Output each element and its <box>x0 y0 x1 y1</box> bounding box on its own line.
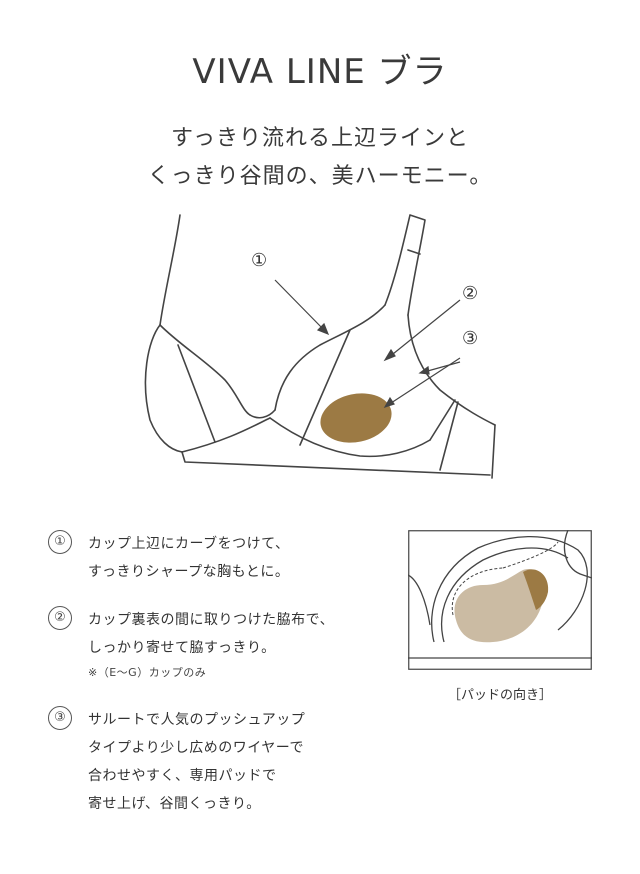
feature-text: カップ裏表の間に取りつけた脇布で、 しっかり寄せて脇すっきり。 ※（E〜G）カッ… <box>88 606 334 684</box>
pad-dark-shape <box>523 569 549 610</box>
feature-number: ③ <box>48 706 72 730</box>
pad-shape <box>320 393 392 443</box>
feature-line: しっかり寄せて脇すっきり。 <box>88 640 276 656</box>
feature-note: ※（E〜G）カップのみ <box>88 666 207 679</box>
subtitle: すっきり流れる上辺ラインと くっきり谷間の、美ハーモニー。 <box>0 120 640 196</box>
callout-1: ① <box>251 250 268 271</box>
feature-line: 寄せ上げ、谷間くっきり。 <box>88 796 261 812</box>
feature-number: ① <box>48 530 72 554</box>
callout-3: ③ <box>462 328 479 349</box>
feature-line: カップ上辺にカーブをつけて、 <box>88 536 290 552</box>
page-title: VIVA LINE ブラ <box>192 52 448 92</box>
pad-light-shape <box>454 569 545 643</box>
feature-line: サルートで人気のプッシュアップ <box>88 712 306 728</box>
feature-text: サルートで人気のプッシュアップ タイプより少し広めのワイヤーで 合わせやすく、専… <box>88 706 305 818</box>
feature-line: カップ裏表の間に取りつけた脇布で、 <box>88 612 335 628</box>
inset-caption: ［パッドの向き］ <box>447 688 552 703</box>
callout-2: ② <box>462 283 479 304</box>
feature-line: 合わせやすく、専用パッドで <box>88 768 277 784</box>
pad-orientation-inset <box>408 530 592 670</box>
feature-text: カップ上辺にカーブをつけて、 すっきりシャープな胸もとに。 <box>88 530 289 586</box>
feature-line: すっきりシャープな胸もとに。 <box>88 564 290 580</box>
feature-line: タイプより少し広めのワイヤーで <box>88 740 304 756</box>
subtitle-line-2: くっきり谷間の、美ハーモニー。 <box>147 164 493 189</box>
bra-illustration <box>144 214 496 479</box>
feature-number: ② <box>48 606 72 630</box>
subtitle-line-1: すっきり流れる上辺ラインと <box>170 126 470 151</box>
